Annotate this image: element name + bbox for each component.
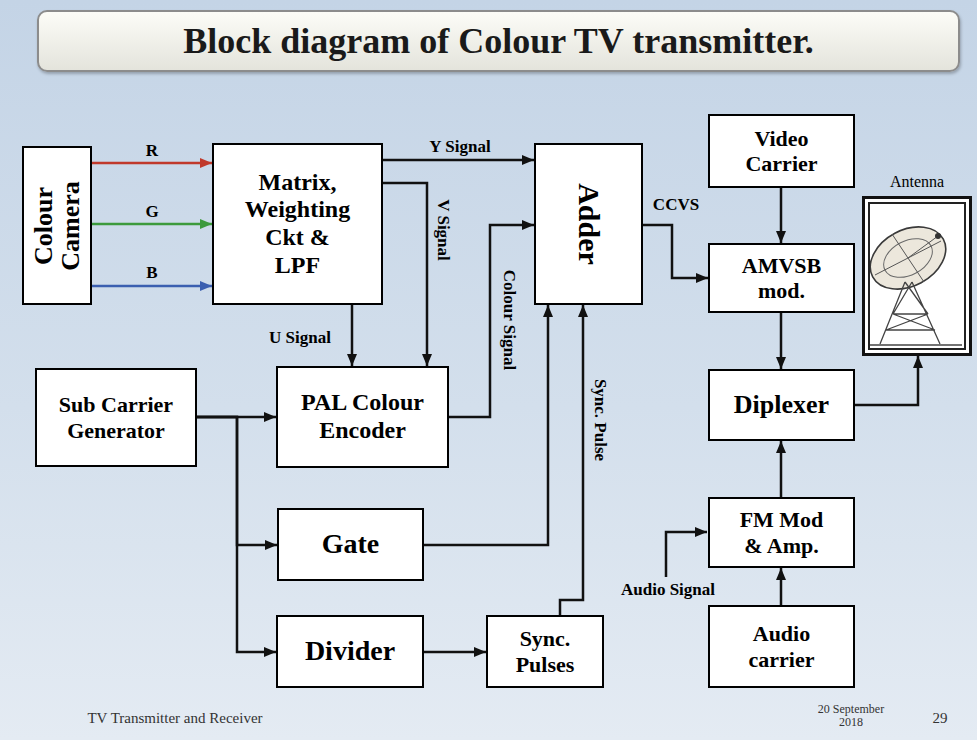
antenna-picture <box>860 198 970 354</box>
dish-base <box>870 344 962 346</box>
matrix-box: Matrix, Weighting Ckt & LPF <box>212 143 383 305</box>
footer-date: 20 September 2018 <box>811 703 891 729</box>
signal-arrow <box>780 188 783 243</box>
carrier-box: Video Carrier <box>708 114 855 188</box>
signal-name: U Signal <box>269 329 331 348</box>
dish-tower <box>880 282 940 344</box>
block-label: Video Carrier <box>727 126 837 177</box>
signal-name: CCVS <box>653 196 699 215</box>
signal-arrow <box>383 183 427 366</box>
title-banner: Block diagram of Colour TV transmitter. <box>37 10 960 72</box>
block-label: Divider <box>305 635 395 667</box>
signal-name: B <box>146 264 157 283</box>
modulator-box: AMVSB mod. <box>708 243 855 313</box>
signal-arrow <box>197 417 276 652</box>
divider-box: Divider <box>276 615 424 688</box>
signal-name: R <box>146 142 158 161</box>
block-label: Adder <box>572 150 605 298</box>
signal-name: Colour Signal <box>500 270 519 370</box>
signal-arrow <box>643 225 708 278</box>
sync-box: Sync. Pulses <box>486 615 604 688</box>
signal-arrow <box>780 441 783 497</box>
audio-input-wire <box>666 532 707 577</box>
signal-arrow <box>424 651 486 654</box>
encoder-box: PAL Colour Encoder <box>276 366 449 468</box>
footer-text: TV Transmitter and Receiver <box>87 710 262 727</box>
signal-name: G <box>145 203 158 222</box>
carrier-box: Audio carrier <box>708 605 855 688</box>
modulator-box: FM Mod & Amp. <box>708 497 855 568</box>
signal-arrow <box>92 285 212 288</box>
signal-name: Y Signal <box>429 138 490 157</box>
signal-arrow <box>351 305 354 366</box>
camera-box: Colour Camera <box>22 146 92 305</box>
signal-arrow <box>449 225 534 417</box>
dish-struts <box>875 234 941 282</box>
block-label: PAL Colour Encoder <box>293 389 433 444</box>
block-label: AMVSB mod. <box>727 253 837 304</box>
antenna-frame: Antenna <box>862 196 972 356</box>
block-label: Diplexer <box>734 390 829 420</box>
block-label: Matrix, Weighting Ckt & LPF <box>243 169 353 279</box>
generator-box: Sub Carrier Generator <box>35 368 197 467</box>
block-label: Sub Carrier Generator <box>51 392 181 443</box>
block-label: Audio carrier <box>732 621 832 672</box>
page-number: 29 <box>933 710 948 727</box>
diagram-title: Block diagram of Colour TV transmitter. <box>183 20 814 62</box>
signal-name: Sync. Pulse <box>591 379 610 461</box>
block-label: FM Mod & Amp. <box>732 507 832 558</box>
signal-name: V Signal <box>434 199 453 261</box>
signal-arrow <box>780 313 783 369</box>
adder-box: Adder <box>534 143 643 305</box>
signal-name: Audio Signal <box>621 581 715 600</box>
dish-feed <box>935 233 941 239</box>
block-label: Sync. Pulses <box>495 626 595 677</box>
gate-box: Gate <box>277 508 424 581</box>
signal-arrow <box>383 159 534 162</box>
signal-arrow <box>855 356 918 405</box>
block-label: Gate <box>322 528 380 560</box>
signal-arrow <box>92 223 212 226</box>
signal-arrow <box>780 568 783 605</box>
block-label: Colour Camera <box>30 153 85 298</box>
signal-arrow <box>92 162 212 165</box>
signal-arrow <box>560 305 583 615</box>
diplexer-box: Diplexer <box>708 369 855 441</box>
antenna-caption: Antenna <box>890 173 944 191</box>
